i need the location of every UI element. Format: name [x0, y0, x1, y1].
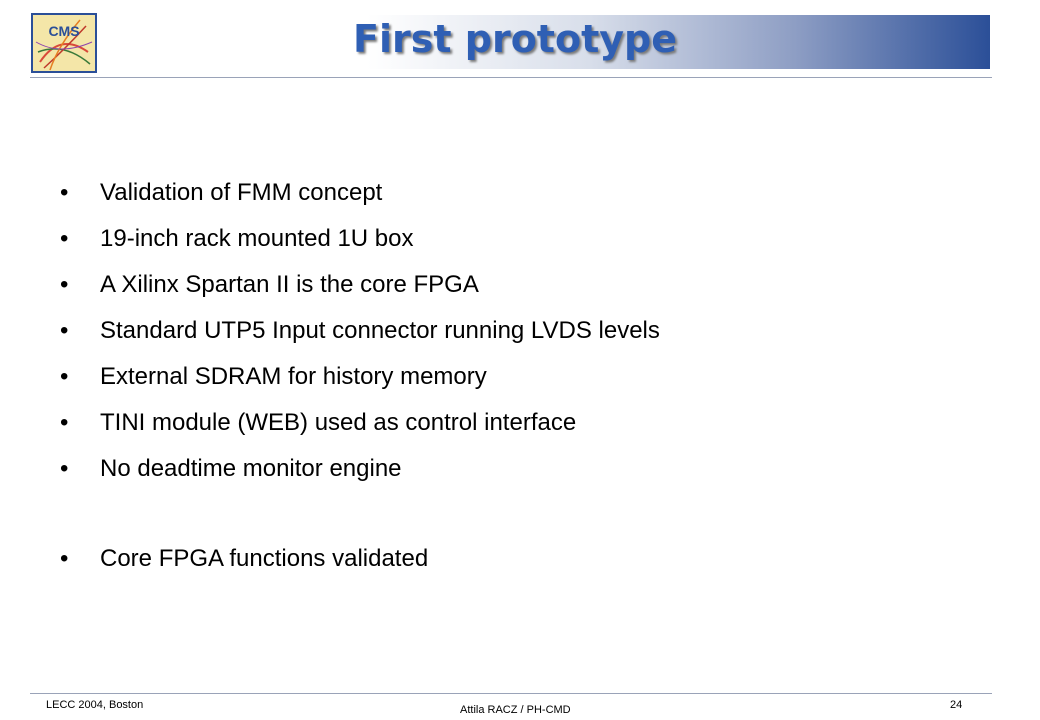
list-item: • A Xilinx Spartan II is the core FPGA: [60, 262, 980, 308]
footer-author: Attila RACZ / PH-CMD: [460, 704, 571, 716]
list-item-text: External SDRAM for history memory: [100, 363, 487, 390]
list-item-text: Standard UTP5 Input connector running LV…: [100, 317, 660, 344]
bullet-list: • Validation of FMM concept • 19-inch rack…: [60, 170, 980, 582]
page-number: 24: [950, 699, 963, 711]
list-item-text: TINI module (WEB) used as control interf…: [100, 409, 577, 436]
list-item: • External SDRAM for history memory: [60, 354, 980, 400]
list-item: • Core FPGA functions validated: [60, 536, 980, 582]
list-item: • 19-inch rack mounted 1U box: [60, 216, 980, 262]
list-item-text: A Xilinx Spartan II is the core FPGA: [100, 271, 479, 298]
list-item-text: Validation of FMM concept: [100, 179, 383, 206]
list-item: • TINI module (WEB) used as control inter…: [60, 400, 980, 446]
list-item-text: Core FPGA functions validated: [100, 545, 429, 572]
bullet-glyph: •: [60, 363, 69, 390]
logo-text: CMS: [48, 23, 79, 39]
bullet-glyph: •: [60, 225, 69, 252]
list-item: • No deadtime monitor engine: [60, 446, 980, 492]
bullet-glyph: •: [60, 545, 69, 572]
bullet-glyph: •: [60, 179, 69, 206]
bullet-glyph: •: [60, 271, 69, 298]
header-gradient-band: [100, 15, 990, 69]
list-item-text: 19-inch rack mounted 1U box: [100, 225, 414, 252]
footer-divider: [30, 693, 992, 694]
bullet-glyph: •: [60, 409, 69, 436]
bullet-glyph: •: [60, 455, 69, 482]
list-item-text: No deadtime monitor engine: [100, 455, 402, 482]
footer-event: LECC 2004, Boston: [46, 699, 144, 711]
cms-logo-icon: CMS: [31, 13, 97, 73]
bullet-glyph: •: [60, 317, 69, 344]
list-item: • Validation of FMM concept: [60, 170, 980, 216]
header-divider: [30, 77, 992, 78]
page-title: First prototype: [353, 17, 677, 61]
list-item: • Standard UTP5 Input connector running L…: [60, 308, 980, 354]
